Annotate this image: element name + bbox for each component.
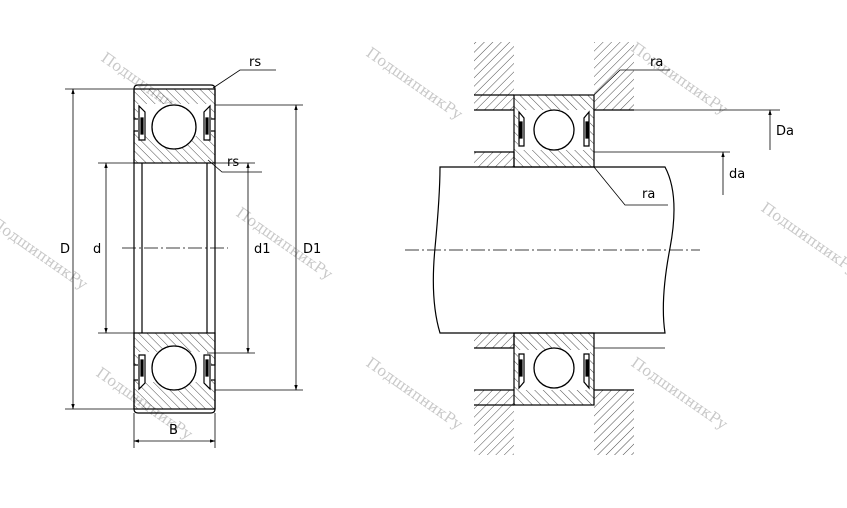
label-D: D [60,242,70,257]
watermark-text: ПодшипникРу [628,354,732,434]
label-rs-top: rs [249,55,261,70]
watermark-text: ПодшипникРу [758,199,847,279]
mounting-view [405,42,700,455]
housing-bottom-left [474,405,514,455]
mount-ball-bottom [533,347,575,389]
watermark-text: ПодшипникРу [628,39,732,119]
label-d: d [93,242,101,257]
right-dimension-labels: ra ra Da da [642,55,794,202]
label-da: da [729,167,745,182]
shaft-shoulder-top [474,152,514,167]
watermark-text: ПодшипникРу [363,44,467,124]
right-dimensions [593,69,780,206]
housing-top-shoulder [474,95,514,110]
housing-top-left [474,42,514,95]
watermark-text: ПодшипникРу [0,214,91,294]
label-ra-bottom: ra [642,187,655,202]
label-B: B [169,423,178,438]
shaft-shoulder-bottom [474,333,514,348]
housing-bottom-shoulder [474,390,514,405]
label-d1: d1 [254,242,271,257]
ball-top [151,104,197,150]
label-rs-mid: rs [227,155,239,170]
label-D1: D1 [303,242,321,257]
ball-bottom [151,345,197,391]
left-dimensions [65,69,303,448]
bearing-section-view [122,84,228,414]
label-Da: Da [776,124,794,139]
left-dimension-labels: rs rs D d d1 D1 B [60,55,321,438]
label-ra-top: ra [650,55,663,70]
housing-bottom-right [594,390,634,455]
watermarks: ПодшипникРу ПодшипникРу ПодшипникРу Подш… [0,39,847,444]
mount-ball-top [533,109,575,151]
shaft [432,166,675,334]
watermark-text: ПодшипникРу [363,354,467,434]
